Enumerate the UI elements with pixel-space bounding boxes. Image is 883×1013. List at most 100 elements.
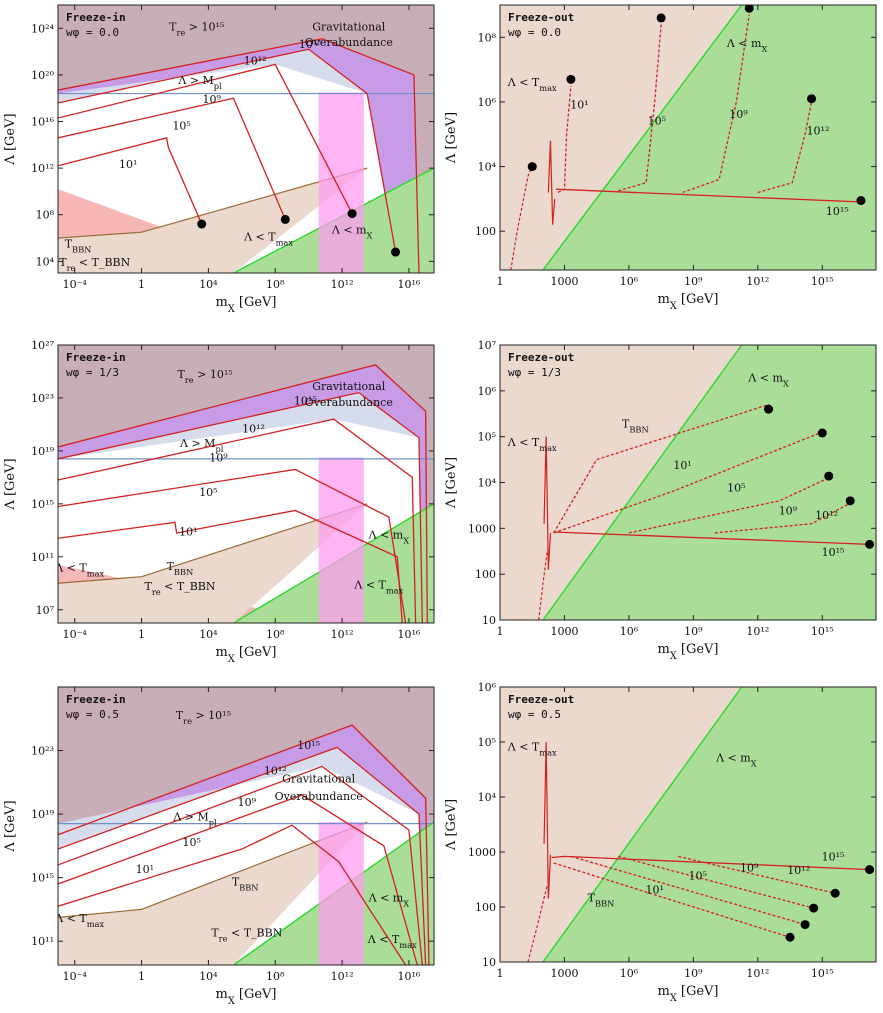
region-label-6: 10⁹	[238, 796, 257, 809]
region-label-2: 10¹	[570, 98, 588, 111]
region-label-2: Gravitational	[312, 21, 386, 34]
curve-endpoint-0	[566, 74, 576, 84]
region-label-6: 10¹²	[815, 509, 838, 522]
bbn-curve	[538, 551, 548, 620]
y-tick-label-5: 10²⁴	[31, 22, 54, 35]
y-tick-label-5: 10²⁷	[31, 340, 54, 352]
region-gravitational	[58, 725, 429, 965]
y-tick-label-0: 10⁷	[36, 604, 55, 617]
y-tick-label-6: 10⁷	[478, 340, 497, 352]
region-label-13: Tre < T_BBN	[144, 580, 215, 597]
reheating-curve-0	[58, 824, 407, 965]
reheating-curve-2	[682, 14, 750, 194]
region-label-5: 10¹²	[244, 54, 267, 67]
region-overabundance-band	[318, 92, 364, 273]
region-label-3: Overabundance	[275, 790, 363, 803]
x-tick-label-4: 10¹²	[746, 967, 769, 980]
region-label-5: 10⁹	[740, 861, 759, 874]
x-axis-label: mX [GeV]	[657, 984, 718, 1004]
region-label-4: 10¹⁵	[297, 739, 320, 752]
reheating-curve-4	[551, 855, 870, 871]
x-tick-label-4: 10¹²	[331, 970, 354, 983]
reheating-curve-1	[570, 855, 806, 926]
panel-title: Freeze-in	[66, 693, 126, 706]
line-tmax-boundary	[58, 503, 368, 584]
x-tick-label-1: 1000	[550, 967, 578, 980]
curve-endpoint-0	[764, 404, 774, 414]
reheating-curve-0	[58, 137, 203, 225]
region-label-7: 10⁵	[199, 486, 217, 499]
y-tick-label-5: 10⁶	[478, 385, 497, 398]
x-tick-label-0: 1	[497, 967, 504, 980]
region-lambda-below-tmax	[58, 168, 368, 273]
reheating-curve-4	[58, 38, 420, 273]
curve-endpoint-2	[824, 471, 834, 481]
y-tick-label-0: 100	[475, 225, 496, 238]
y-tick-label-1: 10¹¹	[31, 551, 54, 564]
region-label-3: Overabundance	[305, 396, 393, 409]
region-overabundance-band	[318, 457, 364, 623]
x-tick-label-2: 10⁶	[620, 967, 639, 980]
region-label-3: 10⁵	[648, 115, 666, 128]
y-tick-label-2: 10⁶	[478, 96, 497, 109]
y-tick-label-0: 10⁴	[36, 255, 55, 268]
x-axis-label: mX [GeV]	[657, 642, 718, 662]
reheating-curve-4	[553, 531, 870, 546]
x-tick-label-5: 10¹⁵	[811, 275, 834, 288]
region-above-mpl	[58, 392, 419, 459]
y-tick-label-1: 10⁴	[478, 161, 497, 174]
region-lambda-below-tmax	[58, 503, 368, 623]
plot-frame	[499, 4, 877, 271]
reheating-curve-2	[58, 63, 353, 214]
x-tick-label-3: 10⁹	[684, 967, 703, 980]
region-label-5: 10¹²	[242, 422, 265, 435]
x-tick-label-0: 1	[497, 625, 504, 638]
curve-endpoint-4	[865, 539, 875, 549]
curve-endpoint-3	[391, 247, 401, 257]
y-tick-label-3: 10²³	[31, 745, 54, 758]
panel-subtitle: wφ = 0.5	[508, 708, 561, 721]
x-tick-label-2: 10⁶	[620, 625, 639, 638]
x-axis-label: mX [GeV]	[657, 292, 718, 312]
y-axis-label: Λ [GeV]	[3, 458, 18, 510]
y-axis-label: Λ [GeV]	[444, 457, 459, 509]
y-axis-label: Λ [GeV]	[444, 112, 459, 164]
y-tick-label-2: 10¹⁹	[31, 808, 54, 821]
curve-endpoint-1	[280, 214, 290, 224]
reheating-curve-1	[58, 794, 418, 965]
region-label-10: Tre < T_BBN	[211, 926, 282, 943]
x-tick-label-5: 10¹⁶	[398, 628, 421, 641]
plot-frame	[57, 344, 435, 624]
reheating-curve-2	[618, 855, 814, 909]
x-tick-label-5: 10¹⁶	[398, 970, 421, 983]
reheating-curve-3	[58, 48, 397, 253]
y-tick-label-1: 10¹⁵	[31, 872, 54, 885]
reheating-curve-1	[553, 431, 823, 534]
region-label-1: Λ > Mpl	[179, 437, 224, 454]
reheating-curve-4	[58, 364, 428, 623]
reheating-curve-0	[553, 403, 769, 534]
y-tick-label-2: 1000	[468, 522, 496, 535]
y-tick-label-3: 10⁴	[478, 477, 497, 490]
curve-endpoint-4	[856, 196, 866, 206]
panel-subtitle: wφ = 0.0	[66, 26, 119, 39]
region-label-5: 10⁹	[779, 505, 798, 518]
x-tick-label-0: 10⁻⁴	[63, 278, 88, 291]
line-lambda-eq-mx	[542, 687, 743, 962]
y-tick-label-4: 10²⁰	[31, 69, 54, 82]
region-label-8: 10¹	[136, 863, 154, 876]
curve-endpoint-0	[197, 219, 207, 229]
curve-endpoint-4	[865, 865, 875, 875]
curve-endpoint-3	[830, 888, 840, 898]
y-tick-label-1: 100	[475, 901, 496, 914]
panel-subtitle: wφ = 0.5	[66, 708, 119, 721]
region-label-4: 10¹⁵	[299, 38, 322, 51]
panel-title: Freeze-out	[508, 11, 574, 24]
x-tick-label-2: 10⁴	[199, 278, 218, 291]
y-tick-label-1: 100	[475, 568, 496, 581]
